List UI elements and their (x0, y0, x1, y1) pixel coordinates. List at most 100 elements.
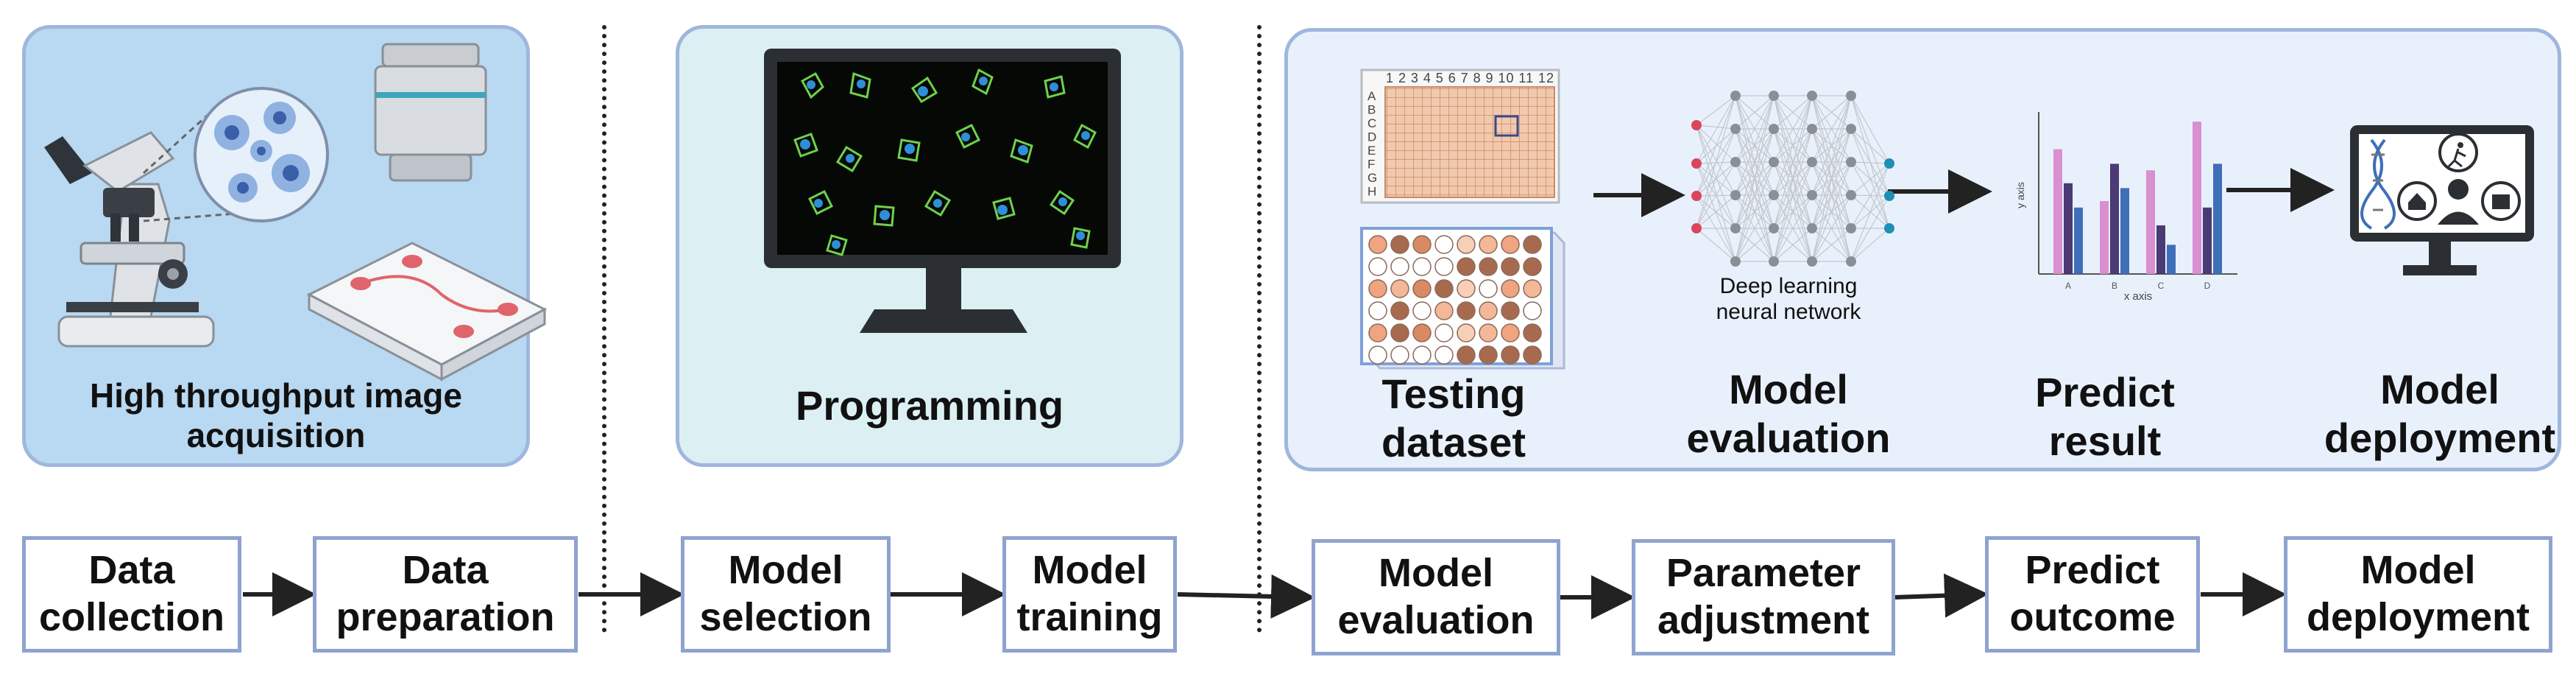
plate-row-label: E (1367, 144, 1376, 158)
well (1368, 323, 1387, 342)
well (1390, 235, 1409, 254)
nn-node (1730, 91, 1741, 101)
well (1368, 301, 1387, 320)
well (1479, 279, 1498, 298)
step-predict-outcome: Predict outcome (1985, 536, 2200, 653)
nn-node (1846, 223, 1856, 233)
mini-chart-ylabel: y axis (2014, 182, 2026, 208)
nn-node (1691, 158, 1702, 169)
well (1523, 279, 1542, 298)
step-model-deployment: Model deployment (2284, 536, 2552, 653)
plate-row-label: C (1367, 116, 1376, 130)
mini-bar (2074, 207, 2083, 274)
well (1390, 257, 1409, 276)
nn-caption: Deep learning neural network (1716, 274, 1861, 324)
model-evaluation-label: Model evaluation (1686, 366, 1891, 462)
well (1434, 257, 1454, 276)
nn-node (1730, 223, 1741, 233)
well (1390, 323, 1409, 342)
well (1501, 345, 1520, 365)
well-plate-icon (1360, 227, 1565, 370)
nn-node (1807, 91, 1817, 101)
nn-node (1846, 91, 1856, 101)
nn-node (1730, 190, 1741, 200)
mini-bar (2203, 207, 2212, 274)
well (1412, 257, 1432, 276)
mini-chart-category: A (2065, 281, 2071, 291)
plate-row-label: F (1367, 158, 1375, 172)
well (1479, 323, 1498, 342)
nn-node (1846, 124, 1856, 134)
mini-bar (2064, 183, 2073, 274)
mini-bar (2213, 164, 2222, 274)
step-data-preparation: Data preparation (313, 536, 578, 653)
well (1457, 323, 1476, 342)
well (1412, 345, 1432, 365)
well (1501, 235, 1520, 254)
mini-bar (2156, 225, 2165, 274)
model-deployment-label: Model deployment (2324, 366, 2556, 462)
well (1457, 257, 1476, 276)
plate-column-labels: 1 2 3 4 5 6 7 8 9 10 11 12 (1386, 71, 1554, 85)
well (1523, 345, 1542, 365)
nn-node (1691, 120, 1702, 130)
plate-row-label: H (1367, 185, 1376, 199)
nn-node (1807, 124, 1817, 134)
mini-bar (2146, 170, 2155, 274)
well (1368, 279, 1387, 298)
well (1390, 345, 1409, 365)
nn-node (1730, 256, 1741, 267)
acquisition-label: High throughput image acquisition (90, 376, 462, 455)
well (1412, 301, 1432, 320)
nn-node (1769, 91, 1779, 101)
well (1501, 301, 1520, 320)
nn-node (1730, 124, 1741, 134)
nn-node (1691, 223, 1702, 233)
divider-right (1257, 25, 1262, 633)
well (1412, 235, 1432, 254)
mini-bar (2120, 188, 2129, 274)
objective-lens-icon (374, 43, 487, 182)
nn-node (1769, 223, 1779, 233)
plate-row-label: B (1367, 103, 1376, 117)
pipeline-arrows (243, 572, 2287, 619)
nn-node (1807, 223, 1817, 233)
step-model-training: Model training (1002, 536, 1177, 653)
plate-row-label: D (1367, 130, 1376, 144)
programming-label: Programming (795, 382, 1064, 429)
well (1501, 257, 1520, 276)
mini-chart-xlabel: x axis (2124, 290, 2152, 303)
cells-zoom-icon (194, 87, 329, 222)
nn-node (1884, 158, 1894, 169)
well (1479, 301, 1498, 320)
mini-bar (2110, 164, 2119, 274)
mini-chart-category: B (2112, 281, 2117, 291)
deployment-monitor-icon (2350, 125, 2534, 275)
well (1523, 257, 1542, 276)
well (1501, 279, 1520, 298)
well (1479, 257, 1498, 276)
well (1457, 279, 1476, 298)
well (1390, 301, 1409, 320)
nn-node (1769, 157, 1779, 167)
nn-node (1807, 190, 1817, 200)
well (1434, 345, 1454, 365)
nn-node (1769, 190, 1779, 200)
nn-node (1846, 256, 1856, 267)
nn-node (1884, 223, 1894, 233)
monitor-icon (764, 49, 1121, 333)
step-model-evaluation: Model evaluation (1312, 539, 1560, 655)
nn-node (1807, 256, 1817, 267)
plate-row-label: G (1367, 171, 1377, 185)
divider-left (602, 25, 606, 633)
nn-node (1884, 191, 1894, 201)
mini-bar (2053, 149, 2062, 274)
well (1368, 345, 1387, 365)
well (1390, 279, 1409, 298)
well (1479, 345, 1498, 365)
mini-chart-category: D (2204, 281, 2211, 291)
mini-bar (2100, 201, 2109, 274)
testing-dataset-label: Testing dataset (1381, 370, 1526, 466)
